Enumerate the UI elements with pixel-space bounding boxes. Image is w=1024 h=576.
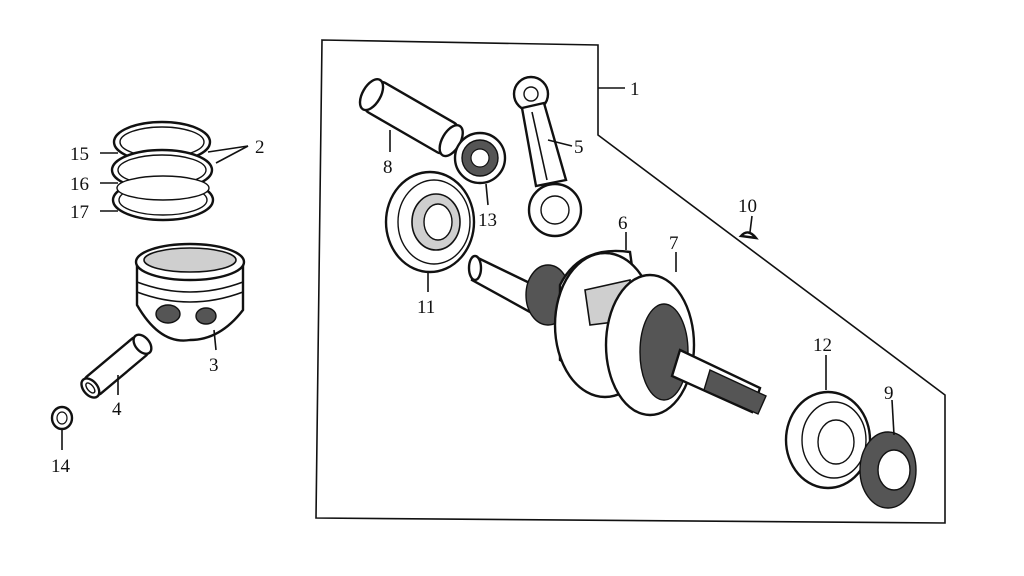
drive-gear — [859, 431, 917, 509]
callout-5: 5 — [574, 137, 584, 158]
pin-clip — [50, 405, 74, 431]
callout-12: 12 — [813, 335, 832, 356]
callout-3: 3 — [209, 355, 219, 376]
leader-lines — [61, 87, 895, 450]
piston-pin — [80, 333, 153, 399]
woodruff-key — [738, 231, 759, 240]
callout-15: 15 — [70, 144, 89, 165]
callout-1: 1 — [630, 79, 640, 100]
assembly-boundary — [315, 39, 946, 524]
callout-6: 6 — [618, 213, 628, 234]
callout-8: 8 — [383, 157, 393, 178]
callout-13: 13 — [478, 210, 497, 231]
ball-bearing-left — [384, 170, 476, 274]
callout-7: 7 — [669, 233, 679, 254]
callout-9: 9 — [884, 383, 894, 404]
callout-11: 11 — [417, 297, 435, 318]
piston — [134, 242, 246, 342]
crankshaft — [467, 249, 767, 417]
ball-bearing-right — [784, 390, 872, 490]
crank-pin — [358, 78, 464, 158]
connecting-rod — [512, 75, 583, 238]
callout-4: 4 — [112, 399, 122, 420]
callout-10: 10 — [738, 196, 757, 217]
callout-2: 2 — [255, 137, 265, 158]
callout-14: 14 — [51, 456, 71, 477]
needle-bearing — [453, 131, 507, 185]
callout-16: 16 — [70, 174, 89, 195]
piston-rings — [110, 120, 215, 222]
callout-17: 17 — [70, 202, 89, 223]
